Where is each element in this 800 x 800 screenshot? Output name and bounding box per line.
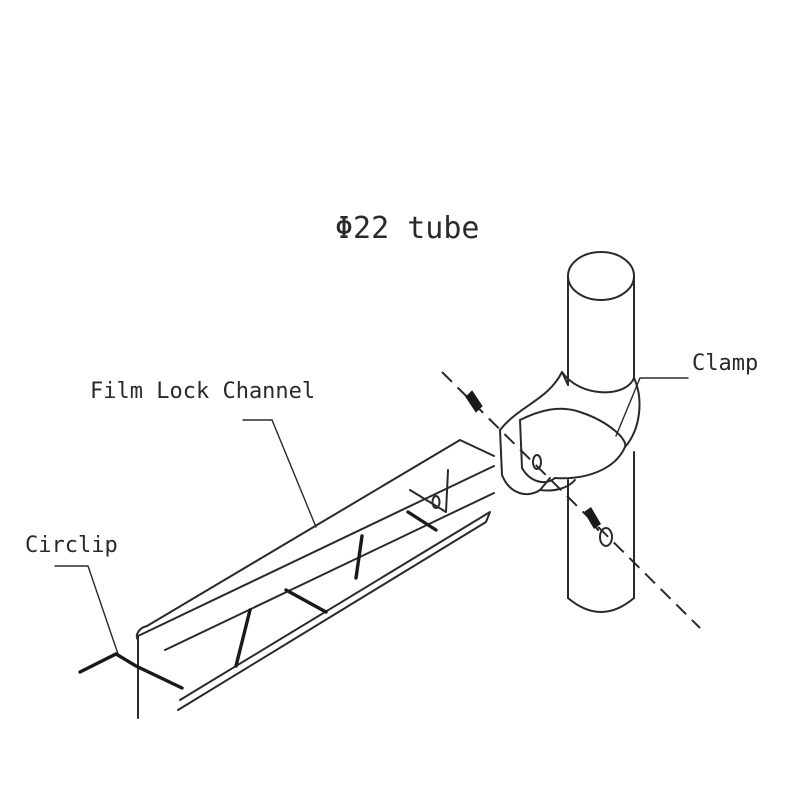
clamp (499, 371, 641, 496)
channel-leader (242, 419, 317, 528)
bolt-axis-line (441, 371, 701, 629)
channel-bottom-flange (177, 511, 491, 711)
clamp-flange-right (519, 419, 556, 484)
circlip-wire-segment-1 (234, 608, 252, 668)
circlip (78, 510, 438, 690)
tube-label: Φ22 tube (335, 211, 480, 246)
clamp-bolt-hole (532, 454, 542, 470)
circlip-leader (54, 565, 119, 655)
leader-lines (54, 377, 689, 655)
nut-icon (599, 527, 613, 547)
screw-lower-icon (584, 507, 601, 529)
bolt-assembly (441, 371, 701, 629)
clamp-upper-arm (499, 371, 569, 431)
screw-top-icon (465, 390, 483, 413)
clamp-front-band (519, 407, 627, 448)
channel-label: Film Lock Channel (90, 379, 315, 404)
circlip-wire-segment-4 (406, 510, 438, 532)
circlip-label: Circlip (25, 533, 118, 558)
channel-tab (409, 469, 449, 513)
circlip-wire-segment-3 (354, 534, 364, 580)
channel-inner-edge (164, 492, 495, 651)
clamp-band-bottom (554, 446, 626, 480)
clamp-back-band (561, 371, 641, 448)
clamp-flange-left (499, 429, 551, 496)
channel-lip-inner (137, 465, 495, 637)
clamp-label: Clamp (692, 351, 758, 376)
circlip-wire-left (78, 652, 184, 690)
film-lock-channel (135, 439, 495, 719)
tube-top-opening (567, 251, 635, 301)
circlip-wire-segment-2 (284, 588, 328, 614)
tube-bottom-curve (567, 597, 635, 613)
channel-tab-hole (431, 495, 441, 509)
clamp-leader (615, 377, 689, 437)
channel-top-lip (146, 439, 495, 627)
vertical-tube (567, 251, 635, 613)
